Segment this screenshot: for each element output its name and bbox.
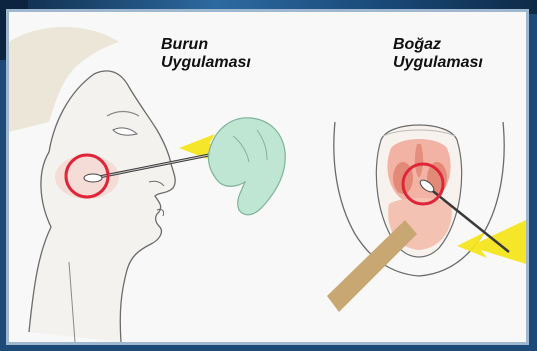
throat-label-line2: Uygulaması [393,54,483,72]
tongue-depressor [327,220,417,312]
gloved-hand [208,118,285,215]
nose-label-line2: Uygulaması [161,54,251,72]
nose-scene [9,27,285,342]
nose-procedure-label: Burun Uygulaması [161,36,251,72]
illustration-panel: Burun Uygulaması Boğaz Uygulaması [6,9,529,345]
nose-label-line1: Burun [161,36,251,54]
throat-procedure-label: Boğaz Uygulaması [393,36,483,72]
nose-swab-tip [84,174,102,182]
throat-scene [327,122,526,312]
throat-direction-arrow [457,220,526,264]
throat-label-line1: Boğaz [393,36,483,54]
